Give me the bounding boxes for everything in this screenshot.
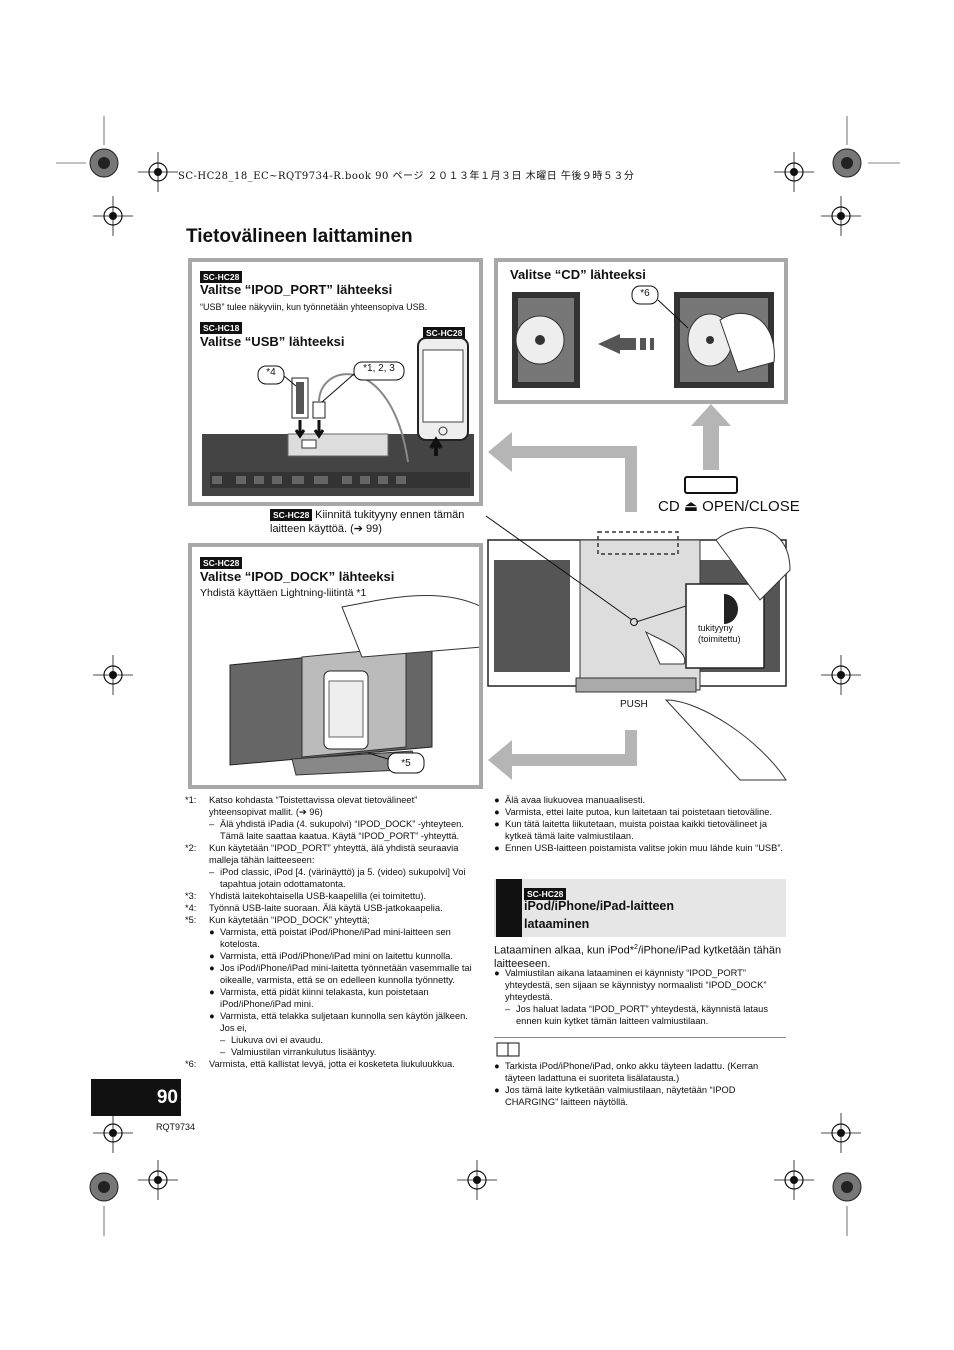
footnote-item: –Valmiustilan virrankulutus lisääntyy.: [185, 1046, 477, 1058]
bullet-item: ●Kun tätä laitetta liikutetaan, muista p…: [494, 818, 786, 842]
footnote-item: ●Varmista, että poistat iPod/iPhone/iPad…: [185, 926, 477, 950]
footnotes: *1:Katso kohdasta “Toistettavissa olevat…: [185, 794, 477, 1070]
callout-6: *6: [632, 288, 658, 299]
charging-intro-a: Lataaminen alkaa, kun iPod*: [494, 945, 634, 957]
model-badge: SC-HC28: [270, 509, 312, 521]
footnote-item: *6:Varmista, että kallistat levyä, jotta…: [185, 1058, 477, 1070]
footnote-item: –Liukuva ovi ei avaudu.: [185, 1034, 477, 1046]
charging-heading1: iPod/iPhone/iPad-laitteen: [524, 899, 674, 913]
cushion-note: SC-HC28 Kiinnitä tukityyny ennen tämän: [270, 509, 464, 521]
footnote-item: *4:Työnnä USB-laite suoraan. Älä käytä U…: [185, 902, 477, 914]
footnote-item: *3:Yhdistä laitekohtaisella USB-kaapelil…: [185, 890, 477, 902]
panel-ipod-dock: SC-HC28 Valitse “IPOD_DOCK” lähteeksi Yh…: [188, 543, 483, 789]
tips: ●Tarkista iPod/iPhone/iPad, onko akku tä…: [494, 1060, 786, 1108]
right-bullets: ●Älä avaa liukuovea manuaalisesti.●Varmi…: [494, 794, 786, 854]
open-close-label: CD ⏏ OPEN/CLOSE: [658, 497, 800, 515]
callout-4: *4: [258, 367, 284, 378]
footnote-item: *2:Kun käytetään “IPOD_PORT” yhteyttä, ä…: [185, 842, 477, 866]
cushion-label1: tukityyny: [698, 623, 733, 633]
footnote-item: ●Varmista, että pidät kiinni telakasta, …: [185, 986, 477, 1010]
charging-bullets: ●Valmiustilan aikana lataaminen ei käynn…: [494, 967, 786, 1027]
bullet-item: ●Varmista, ettei laite putoa, kun laitet…: [494, 806, 786, 818]
print-header: SC-HC28_18_EC~RQT9734-R.book 90 ページ ２０１３…: [178, 167, 634, 182]
page-number: 90: [91, 1079, 181, 1116]
footnote-item: –Älä yhdistä iPadia (4. sukupolvi) “IPOD…: [185, 818, 477, 842]
tip-item: ●Jos tämä laite kytketään valmiustilaan,…: [494, 1084, 786, 1108]
dock-illustration: [192, 547, 479, 785]
doc-code: RQT9734: [156, 1122, 195, 1132]
footnote-item: –iPod classic, iPod [4. (värinäyttö) ja …: [185, 866, 477, 890]
cushion-note-text1: Kiinnitä tukityyny ennen tämän: [315, 509, 464, 521]
book-icon: [496, 1042, 522, 1058]
footnote-item: ●Varmista, että telakka suljetaan kunnol…: [185, 1010, 477, 1034]
callout-5: *5: [388, 758, 424, 769]
cushion-note-text2: laitteen käyttöä. (➔ 99): [270, 522, 382, 535]
footnote-item: *5:Kun käytetään “IPOD_DOCK” yhteyttä;: [185, 914, 477, 926]
cd-illustration: [498, 262, 784, 400]
usb-illustration: [192, 262, 479, 502]
panel-ipod-port: SC-HC28 Valitse “IPOD_PORT” lähteeksi “U…: [188, 258, 483, 506]
push-label: PUSH: [620, 699, 648, 710]
footnote-item: ●Jos iPod/iPhone/iPad mini-laitetta työn…: [185, 962, 477, 986]
tip-item: ●Tarkista iPod/iPhone/iPad, onko akku tä…: [494, 1060, 786, 1084]
charging-sub: Jos haluat ladata “IPOD_PORT” yhteydestä…: [516, 1003, 786, 1027]
charging-heading2: lataaminen: [524, 917, 589, 931]
footnote-item: ●Varmista, että iPod/iPhone/iPad mini on…: [185, 950, 477, 962]
charging-bullet: Valmiustilan aikana lataaminen ei käynni…: [505, 967, 786, 1003]
bullet-item: ●Älä avaa liukuovea manuaalisesti.: [494, 794, 786, 806]
footnote-item: *1:Katso kohdasta “Toistettavissa olevat…: [185, 794, 477, 818]
divider: [494, 1037, 786, 1038]
cushion-label2: (toimitettu): [698, 634, 741, 644]
bullet-item: ●Ennen USB-laitteen poistamista valitse …: [494, 842, 786, 854]
charging-header: SC-HC28 iPod/iPhone/iPad-laitteen lataam…: [494, 879, 786, 937]
panel-cd: Valitse “CD” lähteeksi *6: [494, 258, 788, 404]
page-title: Tietovälineen laittaminen: [186, 226, 413, 248]
callout-1-2-3: *1, 2, 3: [354, 363, 404, 374]
